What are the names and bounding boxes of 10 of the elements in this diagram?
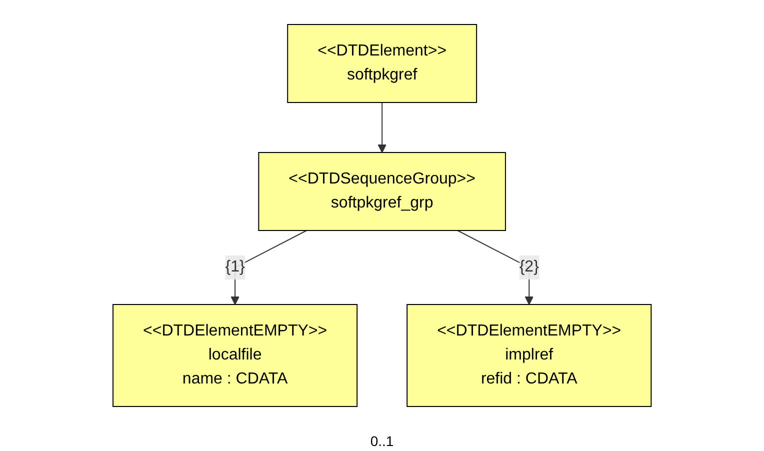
arrow	[456, 230, 534, 305]
node-box: <<DTDElementEMPTY>> localfile name : CDATA	[112, 304, 358, 407]
edge-label: {2}	[519, 258, 539, 276]
node-box: <<DTDSequenceGroup>> softpkgref_grp	[258, 152, 506, 231]
edge-label: {1}	[225, 258, 245, 276]
multiplicity-label: 0..1	[370, 433, 394, 449]
arrow	[378, 102, 386, 153]
node-box: <<DTDElementEMPTY>> implref refid : CDATA	[406, 304, 652, 407]
arrow	[230, 230, 308, 305]
node-box: <<DTDElement>> softpkgref	[287, 24, 477, 103]
